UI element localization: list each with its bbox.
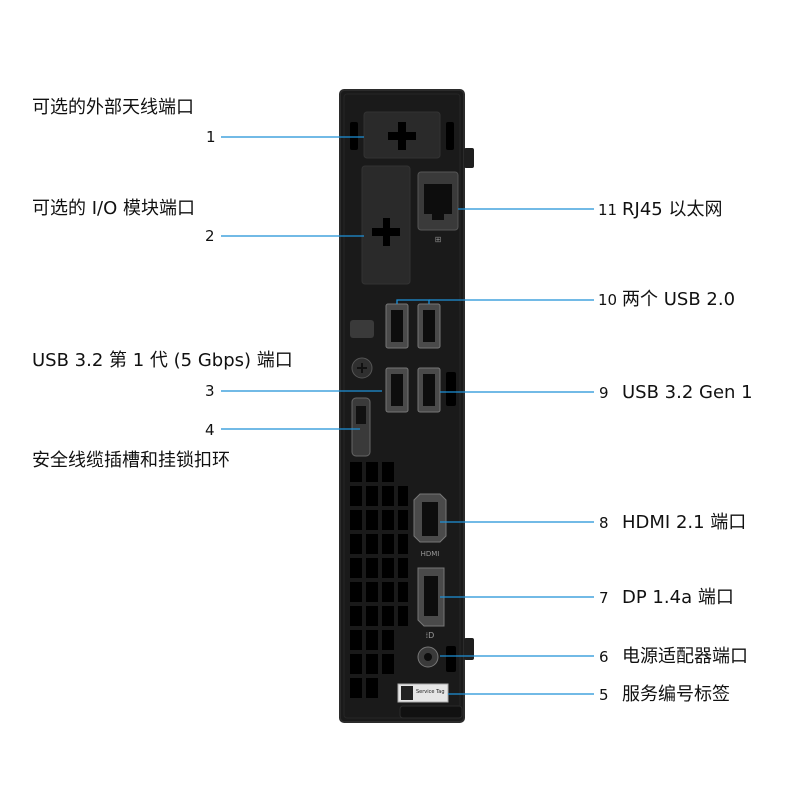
vent-slot xyxy=(446,122,454,150)
svg-text:⁞D: ⁞D xyxy=(426,631,435,640)
label-usb20: 两个 USB 2.0 xyxy=(622,289,736,310)
rj45-port: ⊞ xyxy=(417,171,459,244)
label-dp: DP 1.4a 端口 xyxy=(622,587,734,608)
service-tag-label: Service Tag xyxy=(397,683,449,703)
label-power: 电源适配器端口 xyxy=(622,646,748,667)
num-6: 6 xyxy=(599,648,609,666)
svg-text:⊞: ⊞ xyxy=(435,235,442,244)
label-hdmi: HDMI 2.1 端口 xyxy=(622,512,747,533)
screw-head xyxy=(357,363,367,373)
num-11: 11 xyxy=(598,201,618,219)
num-5: 5 xyxy=(599,686,609,704)
usb20-ports xyxy=(385,303,441,349)
num-7: 7 xyxy=(599,589,609,607)
num-9: 9 xyxy=(599,384,609,402)
label-service-tag: 服务编号标签 xyxy=(622,684,730,705)
displayport: ⁞D xyxy=(417,567,445,640)
label-usb32-right: USB 3.2 Gen 1 xyxy=(622,382,753,403)
label-io-module-port: 可选的 I/O 模块端口 xyxy=(32,198,195,219)
label-security-slot: 安全线缆插槽和挂锁扣环 xyxy=(32,450,230,471)
num-2: 2 xyxy=(205,227,215,245)
callout-lines xyxy=(221,136,594,695)
vent-slot xyxy=(350,122,358,150)
usb20-bracket xyxy=(396,299,430,304)
label-antenna-port: 可选的外部天线端口 xyxy=(32,97,194,118)
service-tag-text: Service Tag xyxy=(416,689,445,695)
label-rj45: RJ45 以太网 xyxy=(622,199,723,220)
num-10: 10 xyxy=(598,291,618,309)
power-port xyxy=(417,646,456,672)
security-slot xyxy=(351,397,371,457)
usb32-ports xyxy=(385,367,441,413)
vent-grid xyxy=(350,462,408,698)
num-1: 1 xyxy=(206,128,216,146)
clip xyxy=(350,320,374,338)
vent-slot xyxy=(446,372,456,406)
hdmi-logo-text: HDMI xyxy=(421,550,440,558)
antenna-port-cover xyxy=(363,111,441,159)
io-module-cover xyxy=(361,165,411,285)
num-4: 4 xyxy=(205,421,215,439)
num-3: 3 xyxy=(205,382,215,400)
hdmi-port: HDMI xyxy=(413,493,447,558)
label-usb32-left: USB 3.2 第 1 代 (5 Gbps) 端口 xyxy=(32,350,293,371)
num-8: 8 xyxy=(599,514,609,532)
